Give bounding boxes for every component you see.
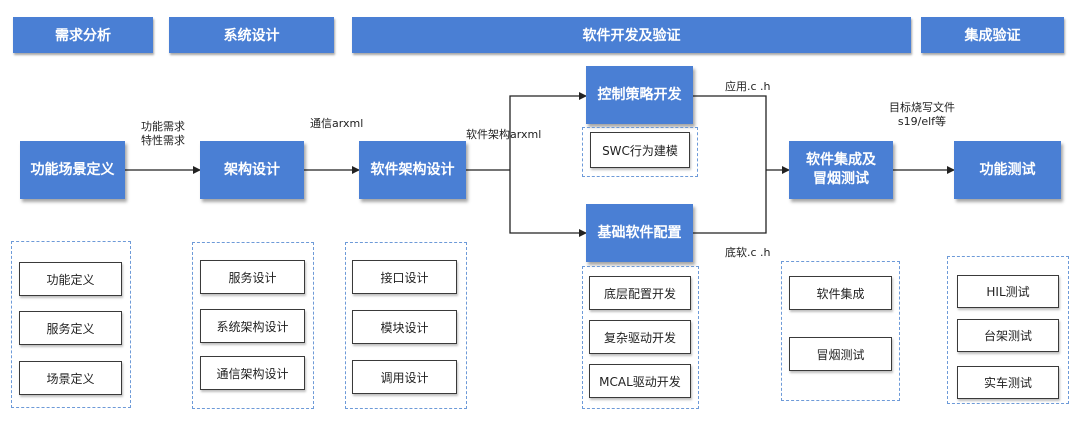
sub-software-integration: 软件集成 — [789, 276, 892, 310]
label-lib-files: 底软.c .h — [725, 246, 771, 259]
arrow-to-base — [509, 170, 587, 237]
label-app-files: 应用.c .h — [725, 80, 771, 93]
phase-system-design: 系统设计 — [169, 17, 334, 53]
sub-low-level-config: 底层配置开发 — [589, 276, 691, 310]
group-arch — [192, 242, 314, 409]
sub-system-arch-design: 系统架构设计 — [200, 309, 305, 343]
connector-ctrl-out — [693, 95, 767, 170]
sub-function-definition: 功能定义 — [19, 262, 122, 296]
label-target-line2: s19/elf等 — [897, 115, 947, 128]
sub-call-design: 调用设计 — [352, 360, 457, 394]
sub-comm-arch-design: 通信架构设计 — [200, 356, 305, 390]
sub-service-design: 服务设计 — [200, 260, 305, 294]
node-scene-definition: 功能场景定义 — [20, 141, 125, 199]
node-architecture-design: 架构设计 — [200, 141, 304, 199]
connector-base-out — [693, 170, 767, 234]
node-integ-line1: 软件集成及 — [806, 152, 876, 168]
node-software-architecture: 软件架构设计 — [359, 141, 466, 199]
label-target-files: 目标烧写文件 s19/elf等 — [889, 101, 955, 129]
label-target-line1: 目标烧写文件 — [889, 101, 955, 114]
label-req-line1: 功能需求 — [141, 120, 185, 133]
group-scene — [11, 241, 131, 408]
sub-complex-driver: 复杂驱动开发 — [589, 320, 691, 354]
sub-scenario-definition: 场景定义 — [19, 361, 122, 395]
sub-module-design: 模块设计 — [352, 310, 457, 344]
node-integ-line2: 冒烟测试 — [813, 171, 869, 187]
sub-hil-test: HIL测试 — [957, 275, 1059, 308]
sub-bench-test: 台架测试 — [957, 319, 1059, 352]
group-control — [582, 127, 698, 177]
phase-integration: 集成验证 — [921, 17, 1064, 53]
group-base — [582, 266, 699, 409]
label-req-line2: 特性需求 — [141, 134, 185, 147]
sub-mcal-driver: MCAL驱动开发 — [589, 364, 691, 398]
node-base-software: 基础软件配置 — [586, 204, 693, 262]
sub-service-definition: 服务定义 — [19, 311, 122, 345]
node-function-test: 功能测试 — [954, 141, 1061, 199]
group-function-test — [947, 256, 1069, 404]
phase-software-dev: 软件开发及验证 — [352, 17, 911, 53]
label-comm-arxml: 通信arxml — [310, 117, 364, 130]
sub-interface-design: 接口设计 — [352, 260, 457, 294]
group-swarch — [345, 242, 467, 409]
sub-smoke-test: 冒烟测试 — [789, 337, 892, 371]
label-requirements: 功能需求 特性需求 — [141, 120, 185, 148]
phase-requirements: 需求分析 — [13, 17, 153, 53]
sub-swc-modeling: SWC行为建模 — [590, 132, 690, 168]
node-control-strategy: 控制策略开发 — [586, 66, 693, 124]
label-swarch-arxml: 软件架构arxml — [466, 128, 542, 141]
group-integration — [781, 261, 900, 401]
arrow-to-ctrl — [509, 92, 587, 170]
node-integration-smoke: 软件集成及 冒烟测试 — [789, 141, 893, 199]
sub-vehicle-test: 实车测试 — [957, 366, 1059, 399]
